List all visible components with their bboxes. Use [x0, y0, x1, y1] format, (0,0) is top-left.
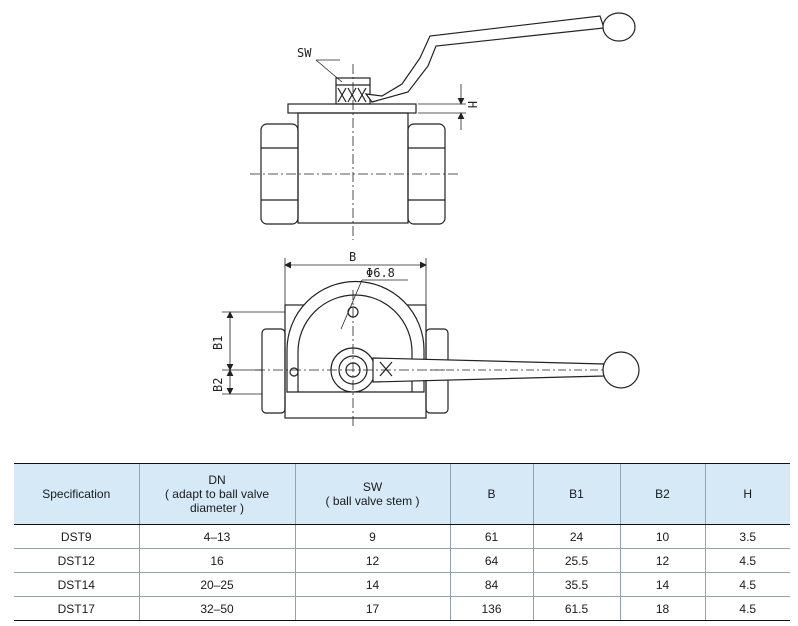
header-sw-subtitle: ( ball valve stem )	[325, 494, 420, 508]
b1-label: B1	[211, 336, 225, 350]
cell-b2: 12	[619, 548, 705, 573]
table-header-row: Specification DN ( adapt to ball valve d…	[14, 463, 790, 525]
cell-dn: 16	[138, 548, 295, 573]
header-specification: Specification	[14, 463, 139, 525]
cell-b: 136	[449, 596, 533, 621]
header-b1: B1	[532, 463, 620, 525]
h-dimension	[418, 84, 466, 130]
header-dn-subtitle: ( adapt to ball valve diameter )	[164, 487, 270, 515]
cell-b1: 24	[532, 524, 620, 549]
cell-dn: 20–25	[138, 572, 295, 597]
header-sw: SW ( ball valve stem )	[294, 463, 450, 525]
table-row: DST12 16 12 64 25.5 12 4.5	[14, 548, 790, 573]
table-row: DST14 20–25 14 84 35.5 14 4.5	[14, 572, 790, 597]
cell-spec: DST14	[14, 572, 139, 597]
valve-drawing-svg: SW H B Φ6.8 B1 B2	[211, 12, 640, 428]
cell-b1: 35.5	[532, 572, 620, 597]
header-sw-title: SW	[362, 480, 383, 494]
b2-label: B2	[211, 378, 225, 392]
header-b2: B2	[619, 463, 705, 525]
cell-h: 4.5	[704, 572, 790, 597]
cell-b2: 10	[619, 524, 705, 549]
cell-dn: 4–13	[138, 524, 295, 549]
cell-b2: 18	[619, 596, 705, 621]
technical-drawing: SW H B Φ6.8 B1 B2	[211, 12, 640, 428]
phi-label: Φ6.8	[366, 266, 395, 280]
side-centre-lines	[250, 64, 458, 240]
cell-h: 4.5	[704, 548, 790, 573]
cell-spec: DST17	[14, 596, 139, 621]
cell-b2: 14	[619, 572, 705, 597]
header-b: B	[449, 463, 533, 525]
cell-sw: 12	[294, 548, 450, 573]
b-label: B	[349, 250, 356, 264]
spec-table: Specification DN ( adapt to ball valve d…	[14, 463, 790, 621]
cell-spec: DST12	[14, 548, 139, 573]
cell-h: 4.5	[704, 596, 790, 621]
header-dn-title: DN	[208, 473, 226, 487]
b-dimension	[284, 258, 427, 305]
table-row: DST9 4–13 9 61 24 10 3.5	[14, 524, 790, 549]
h-label: H	[465, 101, 479, 108]
cell-b: 84	[449, 572, 533, 597]
cell-dn: 32–50	[138, 596, 295, 621]
cell-sw: 14	[294, 572, 450, 597]
header-h: H	[704, 463, 790, 525]
cell-b1: 25.5	[532, 548, 620, 573]
side-view	[260, 12, 636, 225]
cell-b: 61	[449, 524, 533, 549]
table-row: DST17 32–50 17 136 61.5 18 4.5	[14, 596, 790, 621]
cell-b: 64	[449, 548, 533, 573]
cell-sw: 9	[294, 524, 450, 549]
cell-b1: 61.5	[532, 596, 620, 621]
cell-sw: 17	[294, 596, 450, 621]
top-view	[261, 280, 640, 419]
header-dn: DN ( adapt to ball valve diameter )	[138, 463, 295, 525]
b1-b2-dimension	[222, 311, 285, 395]
cell-spec: DST9	[14, 524, 139, 549]
cell-h: 3.5	[704, 524, 790, 549]
sw-label: SW	[297, 46, 312, 60]
